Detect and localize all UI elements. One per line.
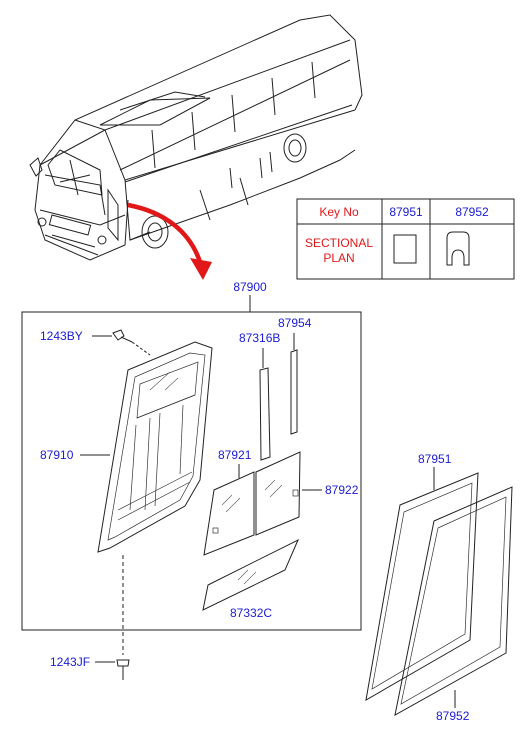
frame-label: 87910 (40, 448, 74, 462)
red-pointer-arrow (127, 202, 212, 280)
strip-b (290, 349, 298, 435)
plan-label: PLAN (323, 251, 354, 265)
assembly-box (21, 311, 362, 631)
bus-illustration (29, 14, 363, 261)
screw-bottom-label: 1243JF (50, 655, 90, 669)
key-no-header: Key No (319, 205, 359, 219)
key-col-87952: 87952 (455, 205, 489, 219)
seal-front-label: 87951 (418, 452, 452, 466)
screw-top-label: 1243BY (40, 329, 83, 343)
glass-lower-label: 87332C (230, 606, 272, 620)
seal-rear-label: 87952 (436, 709, 470, 723)
glass-upper (203, 471, 255, 556)
section-87951-icon (393, 234, 417, 264)
key-table: Key No 87951 87952 SECTIONAL PLAN (296, 198, 515, 280)
assembly-label: 87900 (233, 280, 267, 294)
seal-rear (394, 486, 513, 716)
section-87952-icon (446, 231, 470, 266)
seal-front (365, 472, 479, 701)
glass-right-label: 87922 (325, 483, 359, 497)
screw-top-icon (112, 329, 151, 356)
sectional-label: SECTIONAL (305, 236, 373, 250)
glass-upper-label: 87921 (218, 448, 252, 462)
key-col-87951: 87951 (389, 205, 423, 219)
glass-lower (202, 538, 300, 611)
strip-b-label: 87954 (278, 316, 312, 330)
strip-a (259, 367, 271, 461)
strip-a-label: 87316B (239, 331, 280, 345)
screw-bottom-icon (116, 659, 130, 680)
window-frame (97, 341, 213, 553)
glass-right (255, 451, 301, 536)
